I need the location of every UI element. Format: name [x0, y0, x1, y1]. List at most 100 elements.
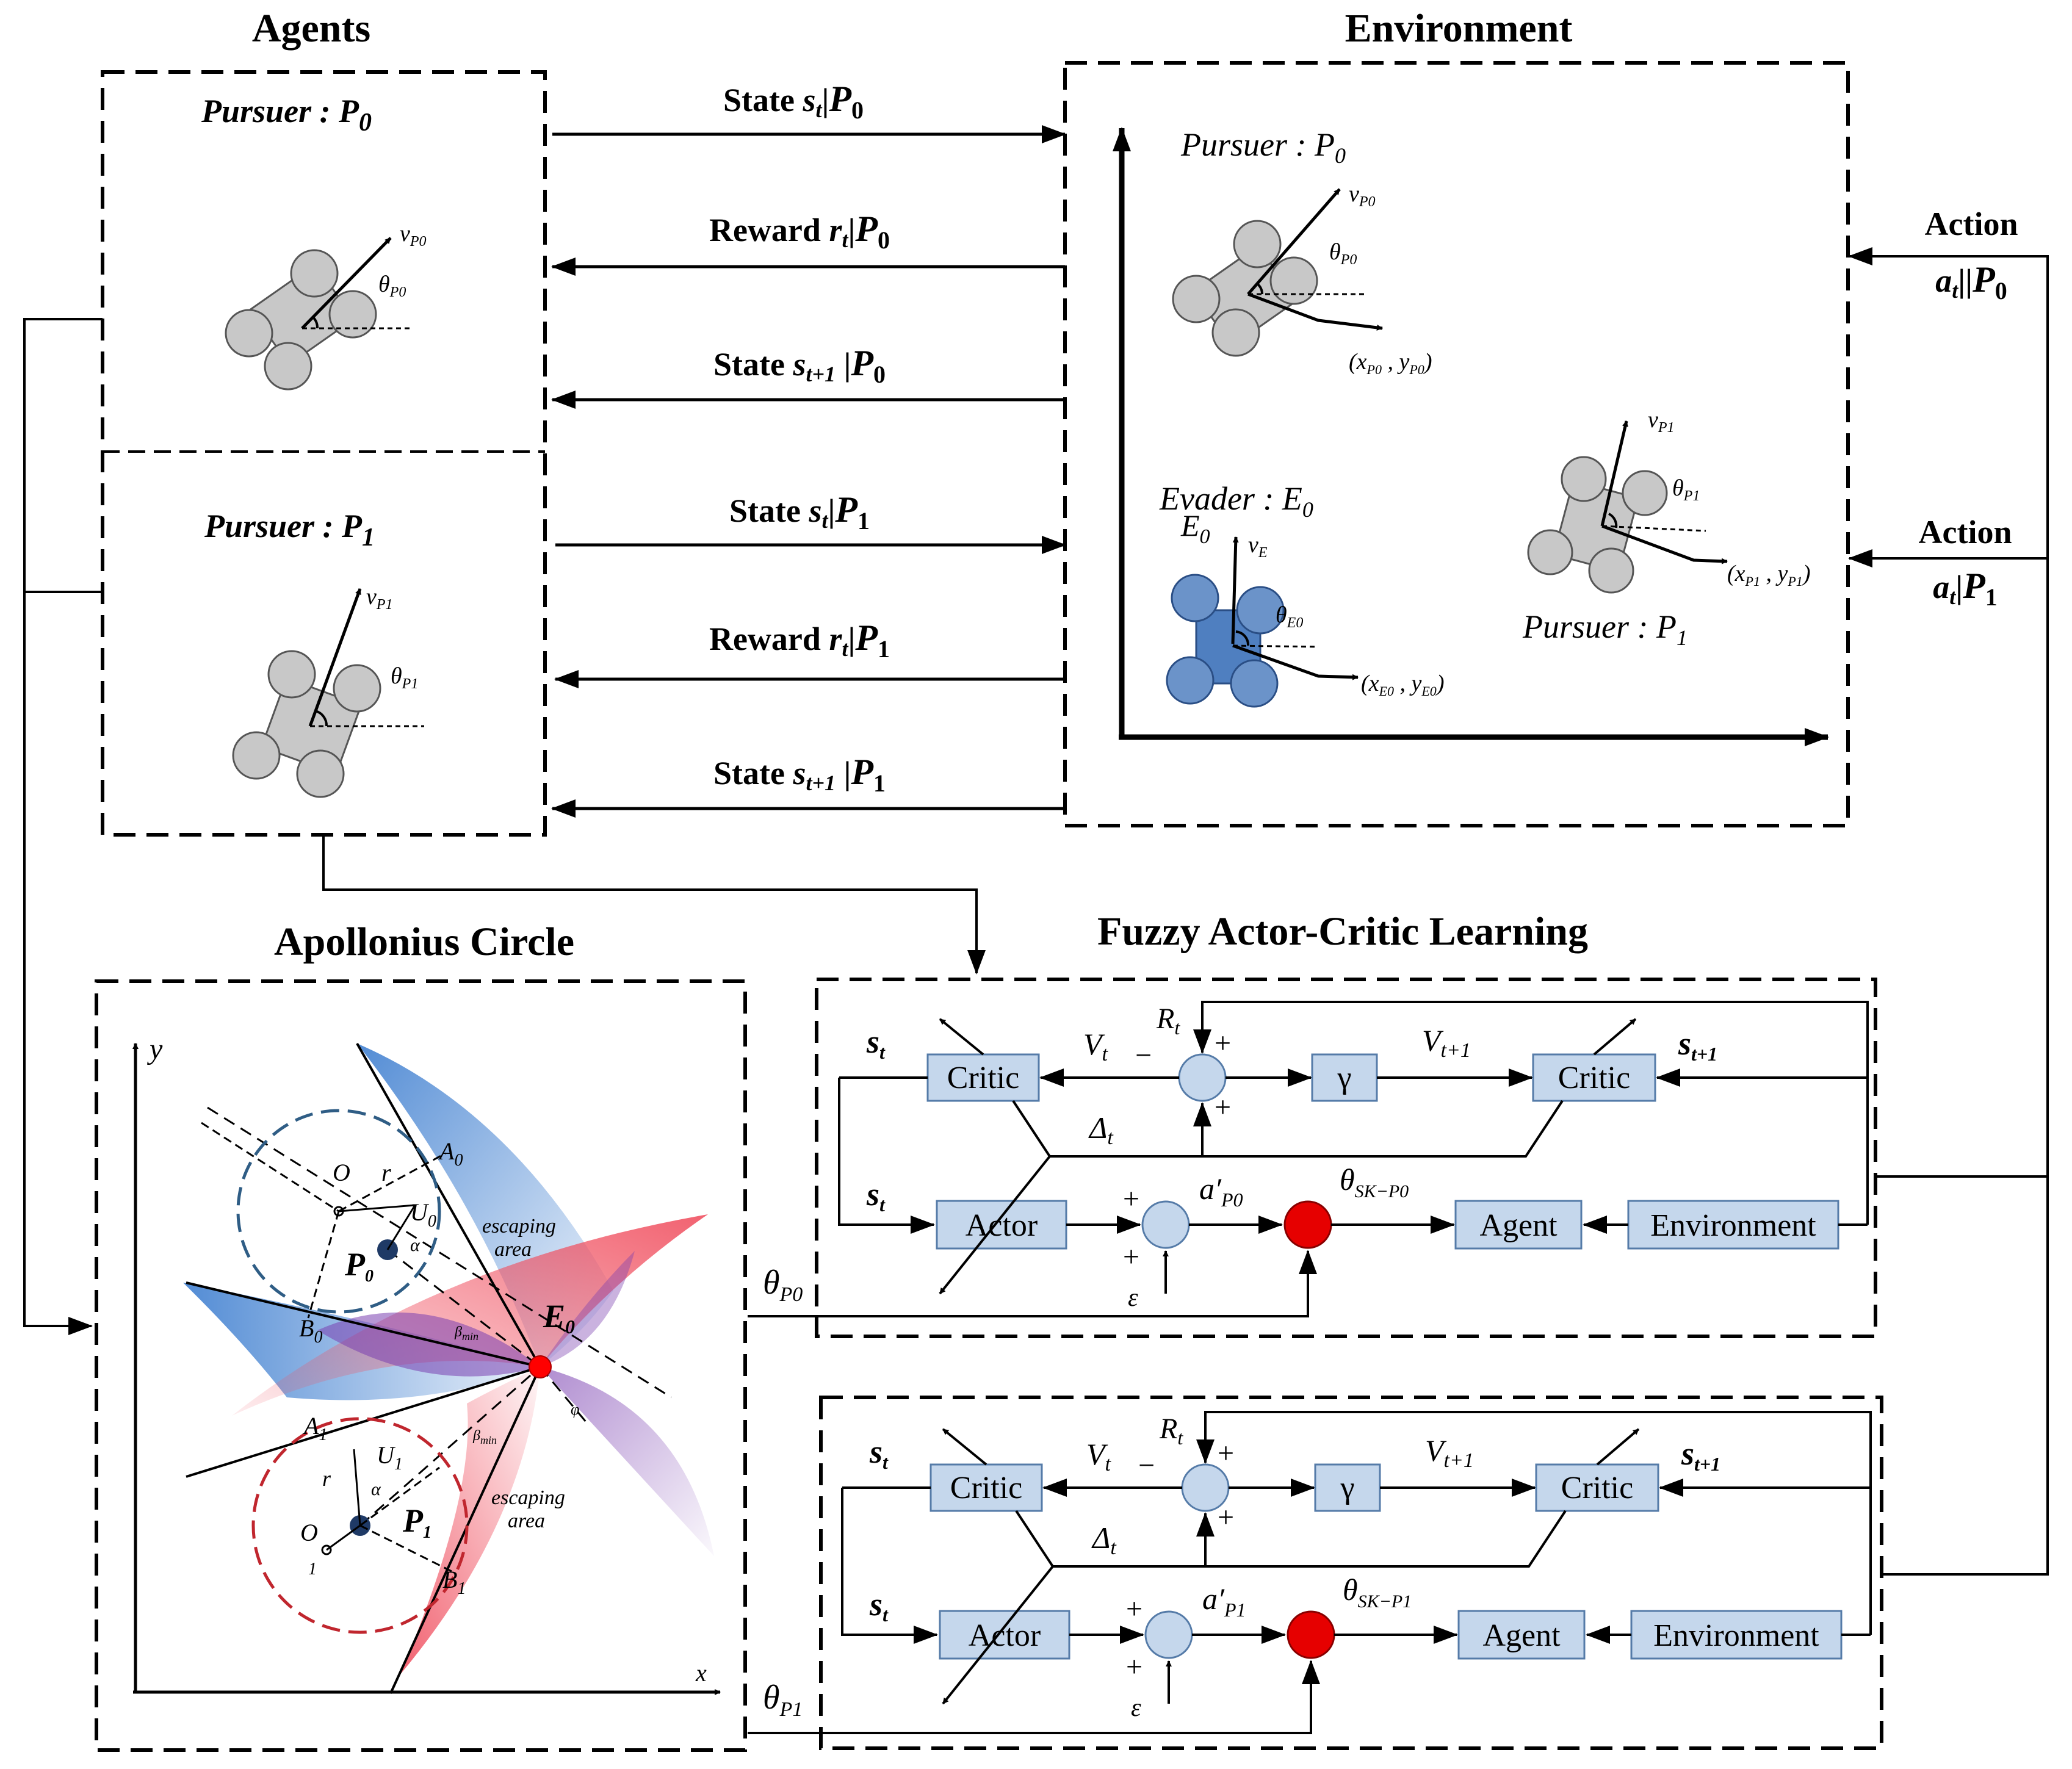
svg-text:area: area [508, 1510, 545, 1532]
svg-text:E0: E0 [543, 1298, 575, 1338]
svg-text:vE: vE [1248, 532, 1268, 561]
svg-text:(xE0 , yE0): (xE0 , yE0) [1361, 671, 1444, 699]
svg-text:ε: ε [1128, 1284, 1138, 1312]
svg-text:θP0: θP0 [1329, 239, 1357, 268]
svg-text:A1: A1 [302, 1412, 327, 1444]
svg-text:area: area [494, 1238, 532, 1261]
svg-text:P1: P1 [402, 1502, 431, 1542]
svg-text:Rt: Rt [1159, 1413, 1183, 1449]
svg-text:θP1: θP1 [391, 663, 418, 692]
svg-text:α: α [410, 1235, 421, 1255]
agents-p0-label: Pursuer : P0 [201, 93, 372, 137]
svg-text:a′P1: a′P1 [1202, 1582, 1246, 1621]
svg-text:B1: B1 [442, 1566, 466, 1598]
svg-text:+: + [1215, 1027, 1231, 1059]
action-label-0-name: Action [1925, 206, 2018, 242]
environment-title: Environment [1345, 6, 1573, 51]
svg-text:φ: φ [571, 1400, 579, 1418]
robot-p0-env-icon: vP0 θP0 (xP0 , yP0) [1172, 181, 1432, 377]
svg-text:+: + [1218, 1437, 1234, 1469]
robot-p1-agents-icon: vP1 θP1 [232, 584, 424, 798]
svg-text:Vt: Vt [1086, 1437, 1112, 1475]
svg-text:+: + [1218, 1501, 1234, 1533]
svg-text:(xP1 , yP1): (xP1 , yP1) [1727, 561, 1810, 589]
agents-panel: Pursuer : P0 Pursuer : P1 vP0 θP0 vP1 [101, 70, 547, 837]
environment-panel: Pursuer : P0 Pursuer : P1 Evader : E0 E0… [1063, 61, 1850, 827]
svg-text:θP0: θP0 [378, 272, 406, 300]
svg-text:+: + [1123, 1241, 1139, 1273]
svg-text:Environment: Environment [1653, 1618, 1819, 1653]
svg-text:ε: ε [1131, 1694, 1141, 1722]
signal-label-0: State st|P0 [723, 79, 864, 124]
svg-text:r: r [381, 1159, 391, 1186]
apollonius-title: Apollonius Circle [274, 920, 574, 964]
signal-arrows [551, 125, 1066, 818]
svg-text:θE0: θE0 [1276, 602, 1303, 631]
svg-text:Vt: Vt [1083, 1027, 1109, 1065]
svg-text:st: st [869, 1586, 889, 1626]
signal-label-2: State st+1 |P0 [713, 343, 886, 388]
svg-text:y: y [146, 1033, 163, 1065]
svg-text:θP0: θP0 [763, 1264, 803, 1306]
action-label-1-name: Action [1919, 514, 2012, 550]
svg-text:(xP0 , yP0): (xP0 , yP0) [1349, 349, 1432, 377]
action-label-0-expr: at||P0 [1935, 259, 2007, 304]
svg-text:Δt: Δt [1091, 1521, 1117, 1559]
svg-text:vP1: vP1 [1648, 407, 1675, 436]
left-wire [23, 318, 986, 1335]
svg-text:st: st [866, 1023, 886, 1063]
svg-text:γ: γ [1340, 1471, 1355, 1505]
svg-text:Critic: Critic [950, 1471, 1022, 1505]
svg-text:P0: P0 [344, 1246, 374, 1286]
svg-text:+: + [1126, 1593, 1142, 1625]
svg-text:r: r [322, 1466, 331, 1491]
fuzzy-block-p0: Critic γ Critic Actor Agent Environment [748, 978, 1877, 1338]
svg-text:vP1: vP1 [366, 584, 393, 613]
env-p0-label: Pursuer : P0 [1180, 126, 1346, 168]
svg-text:escaping: escaping [491, 1486, 565, 1509]
svg-text:Vt+1: Vt+1 [1425, 1433, 1474, 1472]
svg-text:Critic: Critic [1558, 1061, 1630, 1095]
svg-text:a′P0: a′P0 [1199, 1172, 1243, 1211]
action-label-1-expr: at|P1 [1933, 566, 1998, 611]
svg-text:Agent: Agent [1482, 1618, 1561, 1653]
svg-text:Actor: Actor [969, 1618, 1041, 1653]
svg-text:vP0: vP0 [1349, 181, 1376, 210]
svg-text:βmin: βmin [472, 1428, 497, 1446]
svg-text:+: + [1215, 1091, 1231, 1123]
svg-text:+: + [1126, 1651, 1142, 1683]
svg-text:escaping: escaping [482, 1215, 556, 1238]
actions-group: Action at||P0 Action at|P1 [1848, 206, 2049, 1576]
svg-text:Agent: Agent [1479, 1208, 1558, 1243]
svg-text:Critic: Critic [947, 1061, 1019, 1095]
svg-text:−: − [1138, 1449, 1155, 1482]
apollonius-panel: y x [95, 979, 747, 1752]
svg-text:βmin: βmin [454, 1324, 478, 1342]
svg-text:A0: A0 [438, 1137, 463, 1170]
svg-text:−: − [1135, 1039, 1152, 1072]
svg-text:θP1: θP1 [763, 1679, 803, 1721]
robot-p1-env-icon: vP1 θP1 (xP1 , yP1) [1527, 407, 1810, 594]
critic-box-p0-left [926, 1053, 1040, 1102]
svg-text:Environment: Environment [1650, 1208, 1816, 1243]
svg-text:γ: γ [1337, 1061, 1352, 1095]
signal-label-4: Reward rt|P1 [709, 618, 890, 663]
agents-title: Agents [252, 6, 370, 51]
svg-text:θSK−P1: θSK−P1 [1343, 1573, 1412, 1612]
svg-text:vP0: vP0 [400, 221, 427, 250]
svg-text:α: α [371, 1479, 381, 1499]
svg-text:1: 1 [308, 1560, 317, 1579]
svg-text:θP1: θP1 [1672, 475, 1700, 504]
env-e0-label: Evader : E0 [1159, 480, 1313, 522]
robot-p0-agents-icon: vP0 θP0 [225, 221, 427, 391]
svg-text:U0: U0 [410, 1198, 436, 1231]
svg-text:U1: U1 [377, 1441, 403, 1474]
fuzzy-title: Fuzzy Actor-Critic Learning [1097, 909, 1588, 954]
robot-e0-env-icon: vE θE0 (xE0 , yE0) [1166, 532, 1444, 708]
fuzzy-block-p1: Critic γ Critic Actor Agent Environment [748, 1396, 1883, 1750]
env-p1-label: Pursuer : P1 [1522, 608, 1688, 650]
svg-text:st: st [869, 1433, 889, 1473]
svg-text:+: + [1123, 1183, 1139, 1215]
svg-text:O: O [333, 1159, 350, 1186]
